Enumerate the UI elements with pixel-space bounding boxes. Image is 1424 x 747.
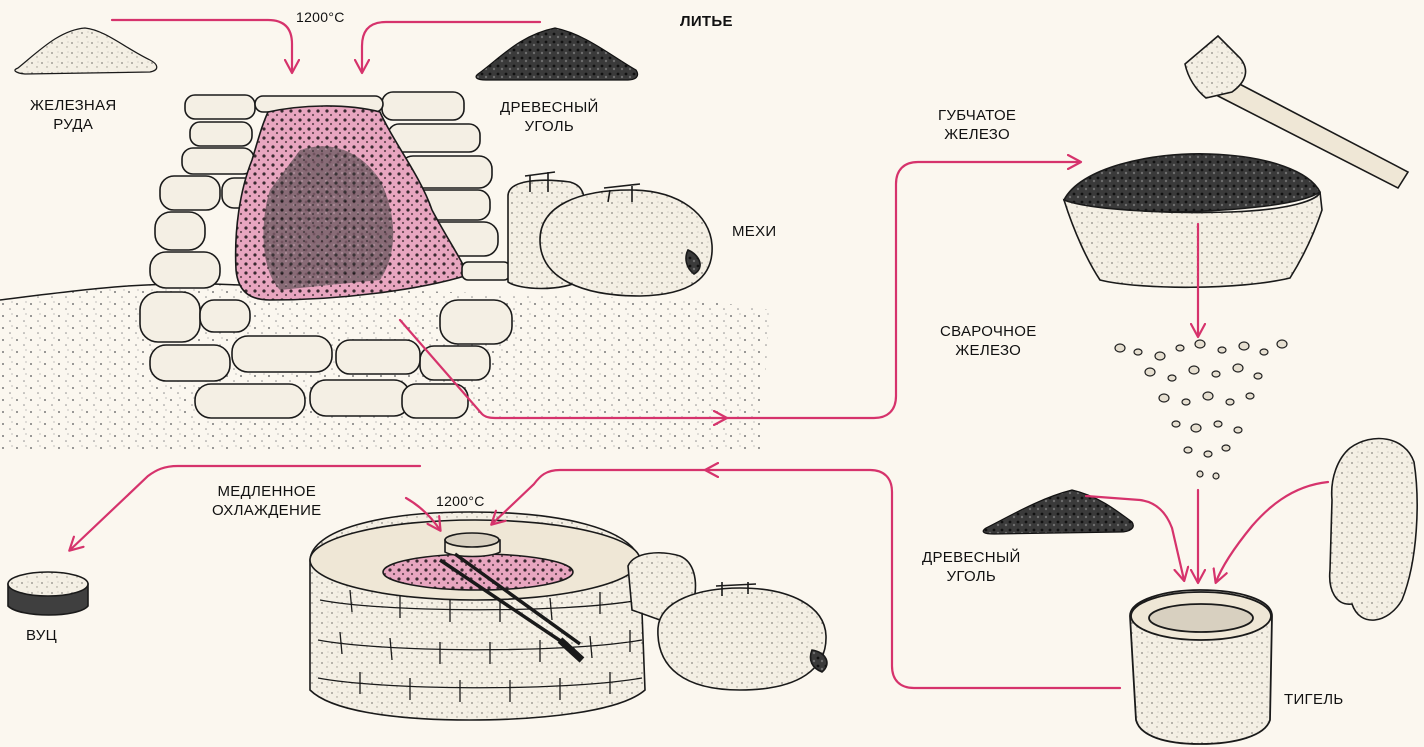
temperature-label-top: 1200°C xyxy=(296,8,345,27)
wrought-iron-label: СВАРОЧНОЕ ЖЕЛЕЗО xyxy=(940,322,1037,360)
temperature-label-bottom: 1200°C xyxy=(436,492,485,511)
diagram-title: ЛИТЬЕ xyxy=(680,12,733,31)
charcoal-top-label: ДРЕВЕСНЫЙ УГОЛЬ xyxy=(500,98,599,136)
wootz-label: ВУЦ xyxy=(26,626,57,645)
furnace-bottom xyxy=(310,512,645,720)
arrow-glass-to-crucible xyxy=(1216,482,1328,582)
crucible xyxy=(1130,590,1272,744)
iron-ore-label: ЖЕЛЕЗНАЯ РУДА xyxy=(30,96,117,134)
arrow-flow-up-to-sponge xyxy=(726,162,1080,418)
iron-ore-pile xyxy=(15,28,157,74)
furnace-top xyxy=(140,92,512,418)
sponge-iron-bowl xyxy=(1064,154,1322,287)
bellows-bottom xyxy=(628,553,827,690)
charcoal-pile-bottom xyxy=(983,490,1133,534)
sponge-iron-label: ГУБЧАТОЕ ЖЕЛЕЗО xyxy=(938,106,1016,144)
crucible-label: ТИГЕЛЬ xyxy=(1284,690,1344,709)
charcoal-bottom-label: ДРЕВЕСНЫЙ УГОЛЬ xyxy=(922,548,1021,586)
bellows-label: МЕХИ xyxy=(732,222,777,241)
bellows-top xyxy=(508,172,712,296)
slow-cooling-label: МЕДЛЕННОЕ ОХЛАЖДЕНИЕ xyxy=(212,482,321,520)
wrought-iron-pieces xyxy=(1115,340,1287,479)
glass-chunk xyxy=(1330,439,1417,621)
wootz-ingot xyxy=(8,572,88,615)
charcoal-pile-top xyxy=(476,28,638,80)
